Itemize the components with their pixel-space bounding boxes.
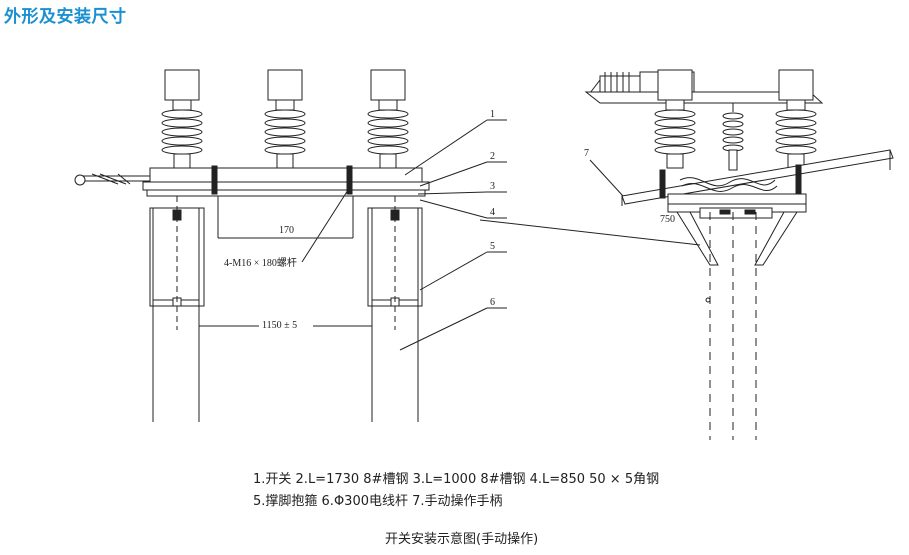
insulator-middle <box>264 69 306 169</box>
angle-brace-right <box>754 211 798 266</box>
callout-5: 5 <box>490 241 495 252</box>
callout-6: 6 <box>490 297 495 308</box>
clamp-left <box>211 165 218 195</box>
switch-body <box>149 167 423 183</box>
insulator-right <box>367 69 409 169</box>
clamp-right <box>346 165 353 195</box>
top-plate <box>584 91 824 104</box>
insulator-left <box>161 69 203 169</box>
handle-ring <box>74 174 86 186</box>
page-title: 外形及安装尺寸 <box>4 7 127 27</box>
mounting-frame <box>667 193 807 205</box>
side-view <box>479 69 894 440</box>
callout-2: 2 <box>490 151 495 162</box>
callout-7: 7 <box>584 148 589 159</box>
operating-mechanism <box>599 75 641 95</box>
channel-beam-lower <box>146 189 426 197</box>
bolt-label: 4-M16 × 180螺杆 <box>224 257 297 269</box>
figure-caption: 开关安装示意图(手动操作) <box>385 532 539 547</box>
callout-4: 4 <box>490 207 495 218</box>
channel-beam-upper <box>142 181 430 191</box>
side-insulator-center <box>728 149 738 171</box>
dim-750-label: 750 <box>660 214 675 225</box>
callout-3: 3 <box>490 181 495 192</box>
side-insulator-left <box>654 69 696 169</box>
angle-brace-left <box>676 211 719 266</box>
dim-170-label: 170 <box>279 225 294 236</box>
front-view <box>74 69 507 422</box>
legend-line-1: 1.开关 2.L=1730 8#槽钢 3.L=1000 8#槽钢 4.L=850… <box>253 472 660 487</box>
dim-1150-label: 1150 ± 5 <box>262 320 297 331</box>
legend-line-2: 5.撑脚抱箍 6.Φ300电线杆 7.手动操作手柄 <box>253 494 503 509</box>
callout-1: 1 <box>490 109 495 120</box>
bolt-leader <box>301 189 349 263</box>
side-insulator-right <box>775 69 817 169</box>
